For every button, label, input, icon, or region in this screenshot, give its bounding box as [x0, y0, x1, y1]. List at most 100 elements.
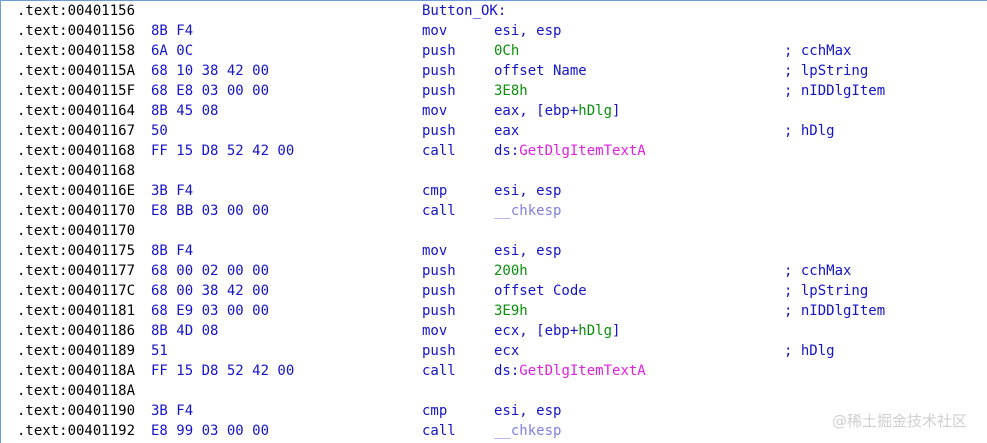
- instruction-mnemonic[interactable]: call: [422, 423, 456, 439]
- line-address[interactable]: .text:00401170: [17, 223, 136, 239]
- line-address[interactable]: .text:00401175: [17, 243, 136, 259]
- line-comment[interactable]: ; cchMax: [784, 263, 852, 279]
- opcode-bytes[interactable]: 8B 4D 08: [151, 323, 219, 339]
- line-address[interactable]: .text:00401156: [17, 3, 136, 19]
- code-label[interactable]: Button_OK:: [422, 3, 507, 19]
- line-address[interactable]: .text:00401158: [17, 43, 136, 59]
- line-address[interactable]: .text:0040117C: [17, 283, 136, 299]
- opcode-bytes[interactable]: 3B F4: [151, 403, 194, 419]
- instruction-operands[interactable]: eax: [494, 121, 519, 141]
- line-comment[interactable]: ; nIDDlgItem: [784, 83, 886, 99]
- operand-text[interactable]: esi, esp: [494, 23, 562, 39]
- instruction-mnemonic[interactable]: push: [422, 263, 456, 279]
- opcode-bytes[interactable]: 8B F4: [151, 243, 194, 259]
- instruction-mnemonic[interactable]: call: [422, 203, 456, 219]
- opcode-bytes[interactable]: 50: [151, 123, 168, 139]
- instruction-mnemonic[interactable]: push: [422, 303, 456, 319]
- instruction-operands[interactable]: esi, esp: [494, 181, 561, 201]
- instruction-operands[interactable]: esi, esp: [494, 21, 561, 41]
- opcode-bytes[interactable]: 8B F4: [151, 23, 194, 39]
- line-address[interactable]: .text:0040118A: [17, 363, 136, 379]
- line-comment[interactable]: ; lpString: [784, 283, 869, 299]
- line-comment[interactable]: ; nIDDlgItem: [784, 303, 886, 319]
- line-address[interactable]: .text:00401164: [17, 103, 136, 119]
- operand-value[interactable]: 200h: [494, 263, 528, 279]
- operand-value[interactable]: 3E9h: [494, 303, 528, 319]
- operand-value[interactable]: hDlg: [578, 103, 613, 119]
- instruction-operands[interactable]: esi, esp: [494, 401, 561, 421]
- operand-text[interactable]: eax: [494, 123, 520, 139]
- line-address[interactable]: .text:00401168: [17, 163, 136, 179]
- line-address[interactable]: .text:00401192: [17, 423, 136, 439]
- line-address[interactable]: .text:0040115A: [17, 63, 136, 79]
- instruction-mnemonic[interactable]: mov: [422, 23, 448, 39]
- instruction-operands[interactable]: 3E9h: [494, 301, 528, 321]
- line-address[interactable]: .text:00401177: [17, 263, 136, 279]
- opcode-bytes[interactable]: E8 BB 03 00 00: [151, 203, 270, 219]
- opcode-bytes[interactable]: 68 E8 03 00 00: [151, 83, 270, 99]
- api-function-name[interactable]: GetDlgItemTextA: [519, 143, 646, 159]
- line-address[interactable]: .text:0040118A: [17, 383, 136, 399]
- instruction-mnemonic[interactable]: push: [422, 123, 456, 139]
- library-function-name[interactable]: __chkesp: [494, 423, 562, 439]
- library-function-name[interactable]: __chkesp: [494, 203, 562, 219]
- operand-text[interactable]: esi, esp: [494, 243, 562, 259]
- instruction-operands[interactable]: 0Ch: [494, 41, 519, 61]
- opcode-bytes[interactable]: 68 10 38 42 00: [151, 63, 270, 79]
- operand-value[interactable]: 3E8h: [494, 83, 528, 99]
- operand-text[interactable]: esi, esp: [494, 183, 562, 199]
- instruction-operands[interactable]: __chkesp: [494, 421, 561, 441]
- instruction-operands[interactable]: ecx, [ebp+hDlg]: [494, 321, 620, 341]
- line-address[interactable]: .text:0040116E: [17, 183, 136, 199]
- line-address[interactable]: .text:00401170: [17, 203, 136, 219]
- instruction-operands[interactable]: __chkesp: [494, 201, 561, 221]
- operand-value[interactable]: 0Ch: [494, 43, 520, 59]
- line-address[interactable]: .text:00401189: [17, 343, 136, 359]
- operand-text[interactable]: eax, [ebp+: [494, 103, 579, 119]
- line-address[interactable]: .text:00401156: [17, 23, 136, 39]
- instruction-operands[interactable]: ecx: [494, 341, 519, 361]
- operand-text[interactable]: offset Name: [494, 63, 587, 79]
- opcode-bytes[interactable]: E8 99 03 00 00: [151, 423, 270, 439]
- line-comment[interactable]: ; hDlg: [784, 343, 835, 359]
- line-address[interactable]: .text:00401181: [17, 303, 136, 319]
- operand-text[interactable]: offset Code: [494, 283, 587, 299]
- instruction-operands[interactable]: ds:GetDlgItemTextA: [494, 141, 646, 161]
- instruction-mnemonic[interactable]: push: [422, 343, 456, 359]
- instruction-mnemonic[interactable]: push: [422, 283, 456, 299]
- instruction-operands[interactable]: offset Name: [494, 61, 587, 81]
- instruction-mnemonic[interactable]: call: [422, 143, 456, 159]
- line-comment[interactable]: ; hDlg: [784, 123, 835, 139]
- line-address[interactable]: .text:00401186: [17, 323, 136, 339]
- instruction-mnemonic[interactable]: push: [422, 43, 456, 59]
- opcode-bytes[interactable]: 3B F4: [151, 183, 194, 199]
- opcode-bytes[interactable]: 51: [151, 343, 168, 359]
- instruction-mnemonic[interactable]: cmp: [422, 183, 448, 199]
- operand-text[interactable]: ecx: [494, 343, 520, 359]
- instruction-operands[interactable]: 3E8h: [494, 81, 528, 101]
- opcode-bytes[interactable]: 6A 0C: [151, 43, 194, 59]
- instruction-mnemonic[interactable]: mov: [422, 243, 448, 259]
- operand-text[interactable]: ds:: [494, 143, 520, 159]
- line-address[interactable]: .text:00401168: [17, 143, 136, 159]
- instruction-mnemonic[interactable]: mov: [422, 323, 448, 339]
- api-function-name[interactable]: GetDlgItemTextA: [519, 363, 646, 379]
- opcode-bytes[interactable]: 68 00 02 00 00: [151, 263, 270, 279]
- instruction-mnemonic[interactable]: push: [422, 83, 456, 99]
- instruction-operands[interactable]: 200h: [494, 261, 528, 281]
- operand-text[interactable]: ]: [612, 103, 621, 119]
- line-address[interactable]: .text:00401167: [17, 123, 136, 139]
- instruction-operands[interactable]: esi, esp: [494, 241, 561, 261]
- instruction-operands[interactable]: eax, [ebp+hDlg]: [494, 101, 620, 121]
- line-comment[interactable]: ; lpString: [784, 63, 869, 79]
- opcode-bytes[interactable]: FF 15 D8 52 42 00: [151, 363, 295, 379]
- instruction-mnemonic[interactable]: push: [422, 63, 456, 79]
- operand-text[interactable]: ecx, [ebp+: [494, 323, 579, 339]
- instruction-mnemonic[interactable]: mov: [422, 103, 448, 119]
- operand-text[interactable]: ds:: [494, 363, 520, 379]
- operand-value[interactable]: hDlg: [578, 323, 613, 339]
- opcode-bytes[interactable]: 8B 45 08: [151, 103, 219, 119]
- opcode-bytes[interactable]: 68 00 38 42 00: [151, 283, 270, 299]
- line-address[interactable]: .text:0040115F: [17, 83, 136, 99]
- operand-text[interactable]: ]: [612, 323, 621, 339]
